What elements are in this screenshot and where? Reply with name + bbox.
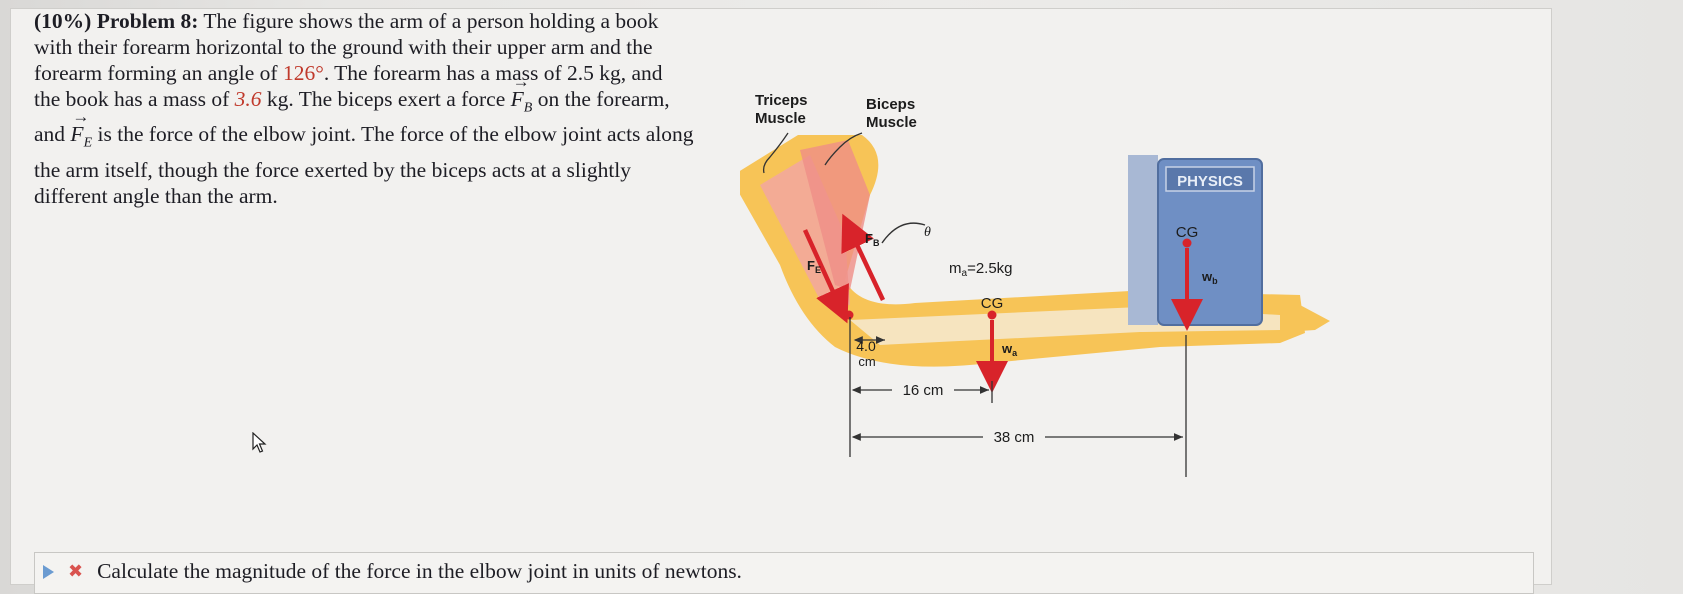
problem-text-3: kg. The biceps exert a force (261, 87, 511, 111)
problem-statement: (10%) Problem 8: The figure shows the ar… (34, 8, 694, 209)
problem-text-5: is the force of the elbow joint. The for… (34, 122, 694, 208)
book-weight-label: wb (1201, 269, 1218, 286)
elbow-point (844, 310, 854, 320)
fe-vector: FE (70, 104, 92, 156)
arm-cg-point (987, 310, 997, 320)
triceps-label: Triceps Muscle (755, 92, 812, 127)
fe-arrow (802, 229, 849, 324)
problem-text-4: on the forearm, and (34, 87, 670, 147)
fb-label: FB (865, 231, 880, 248)
question-text: Calculate the magnitude of the force in … (97, 559, 742, 583)
incorrect-x-icon: ✖ (68, 561, 84, 582)
theta-arc (881, 222, 926, 244)
problem-text-2: . The forearm has a mass of 2.5 kg, and … (34, 61, 663, 111)
physics-book-drawing (1128, 155, 1263, 326)
problem-label: Problem 8: (96, 9, 199, 33)
dim-long-label: 38 cm (994, 429, 1035, 446)
biceps-label: Biceps Muscle (866, 96, 919, 131)
dim-small-unit: cm (858, 354, 875, 369)
expand-arrow-icon[interactable] (43, 564, 54, 579)
arm-cg-label: CG (981, 295, 1004, 312)
fe-label: FE (807, 258, 821, 275)
biceps-pointer (824, 132, 863, 166)
theta-label: θ (924, 225, 931, 240)
dim-small-value: 4.0 (856, 338, 876, 354)
book-cg-point (1182, 238, 1192, 248)
book-cg-label: CG (1176, 224, 1199, 241)
triceps-pointer (762, 132, 789, 174)
fb-vector: FB (511, 69, 533, 121)
dim-mid-label: 16 cm (903, 382, 944, 399)
book-mass-value: 3.6 (234, 87, 262, 111)
question-part[interactable]: ✖ Calculate the magnitude of the force i… (34, 552, 1534, 594)
fb-arrow (841, 213, 886, 301)
arm-mass-label: ma=2.5kg (949, 260, 1013, 279)
arm-figure: PHYSICS CG wb Triceps Muscle Biceps Musc… (740, 92, 1330, 477)
question-row[interactable]: ✖ Calculate the magnitude of the force i… (43, 559, 742, 584)
problem-text-1: The figure shows the arm of a person hol… (34, 9, 659, 85)
mouse-cursor-icon (252, 432, 267, 453)
angle-value: 126° (282, 61, 324, 85)
arm-weight-label: wa (1001, 341, 1018, 358)
problem-weight: (10%) (34, 9, 92, 33)
book-title: PHYSICS (1177, 173, 1243, 190)
